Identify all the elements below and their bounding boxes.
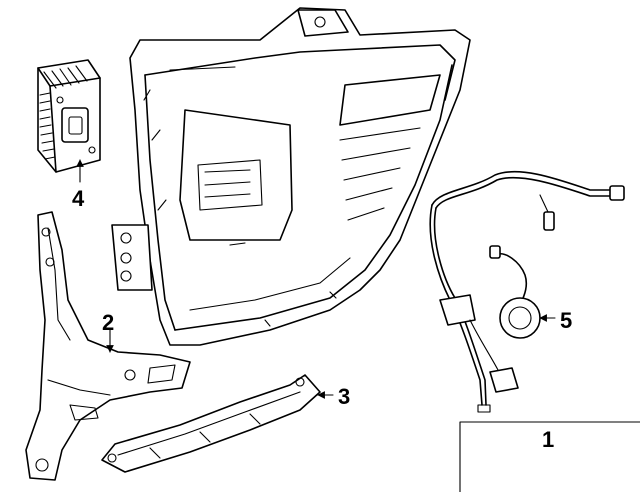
mounting-bracket — [25, 211, 191, 481]
callout-2: 2 — [102, 310, 114, 335]
headlamp-assembly — [111, 7, 471, 346]
wiring-harness — [429, 170, 625, 413]
lower-trim-piece — [101, 374, 321, 473]
callout-4: 4 — [72, 186, 85, 211]
assembly-bracket-line — [459, 421, 640, 492]
callout-1: 1 — [542, 427, 554, 452]
led-driver-module — [37, 59, 101, 173]
callout-5: 5 — [560, 308, 572, 333]
callout-3: 3 — [338, 384, 350, 409]
